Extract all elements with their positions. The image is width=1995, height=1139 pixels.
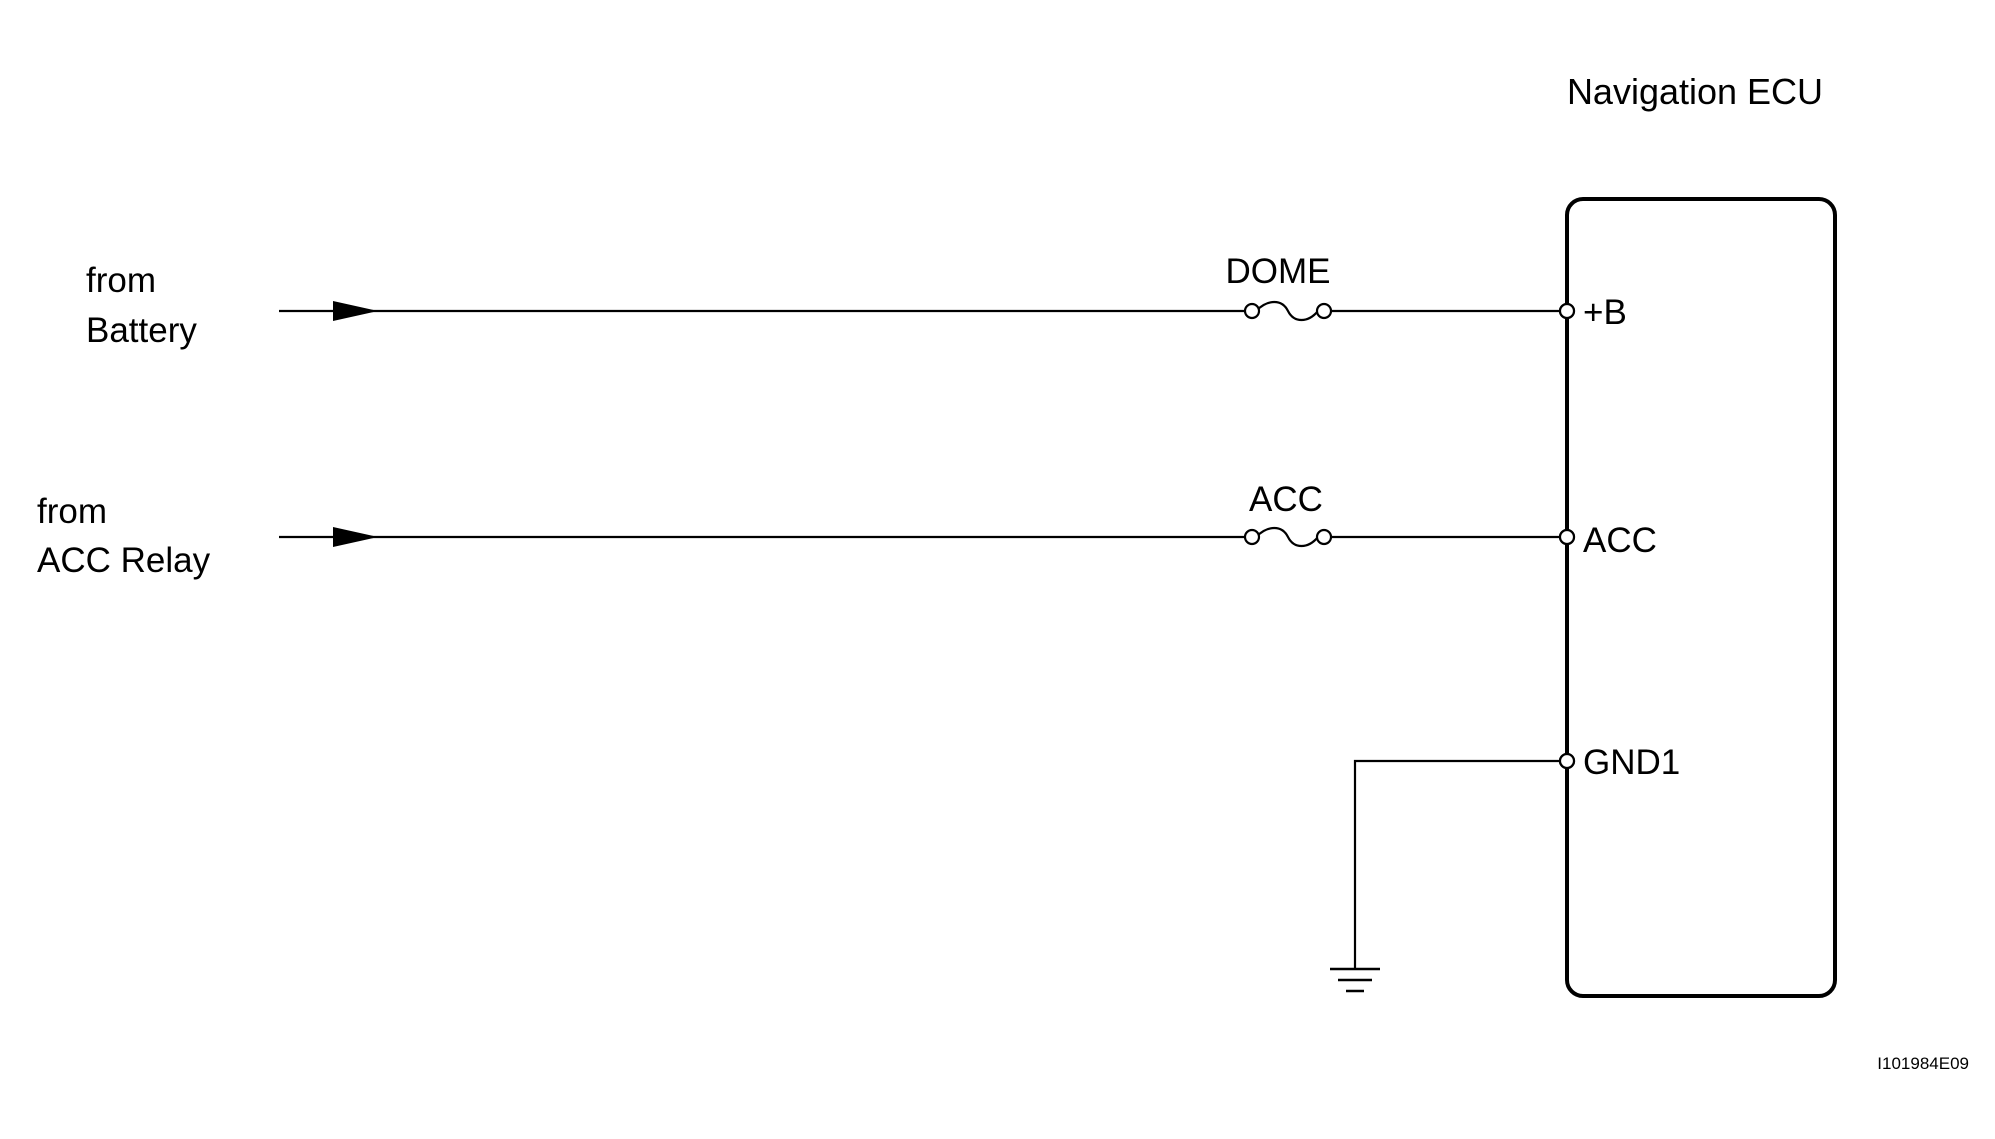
b-pin-label: +B <box>1583 293 1627 332</box>
battery-circuit: DOME +B <box>279 252 1627 332</box>
b-pin-terminal-overlay <box>1558 302 1576 320</box>
battery-arrow-icon <box>333 301 378 321</box>
gnd1-pin-label: GND1 <box>1583 743 1680 782</box>
acc-fuse-icon <box>1243 526 1333 548</box>
battery-source-label-line1: from <box>86 261 156 300</box>
acc-relay-source-label-line1: from <box>37 492 107 531</box>
battery-source-label-line2: Battery <box>86 311 197 350</box>
navigation-ecu-box <box>1565 197 1837 998</box>
ground-symbol-icon <box>1330 967 1380 993</box>
dome-fuse-label: DOME <box>1226 252 1331 291</box>
acc-circuit: ACC ACC <box>279 480 1657 560</box>
acc-relay-source-label-line2: ACC Relay <box>37 541 211 580</box>
ground-circuit: GND1 <box>1330 743 1680 993</box>
gnd1-pin-terminal-overlay <box>1558 752 1576 770</box>
figure-code: I101984E09 <box>1877 1054 1969 1073</box>
acc-arrow-icon <box>333 527 378 547</box>
acc-pin-label: ACC <box>1583 521 1657 560</box>
navigation-ecu-title: Navigation ECU <box>1567 71 1823 112</box>
acc-fuse-label: ACC <box>1249 480 1323 519</box>
ground-wire <box>1353 759 1561 968</box>
acc-pin-terminal-overlay <box>1558 528 1576 546</box>
dome-fuse-icon <box>1243 300 1333 322</box>
